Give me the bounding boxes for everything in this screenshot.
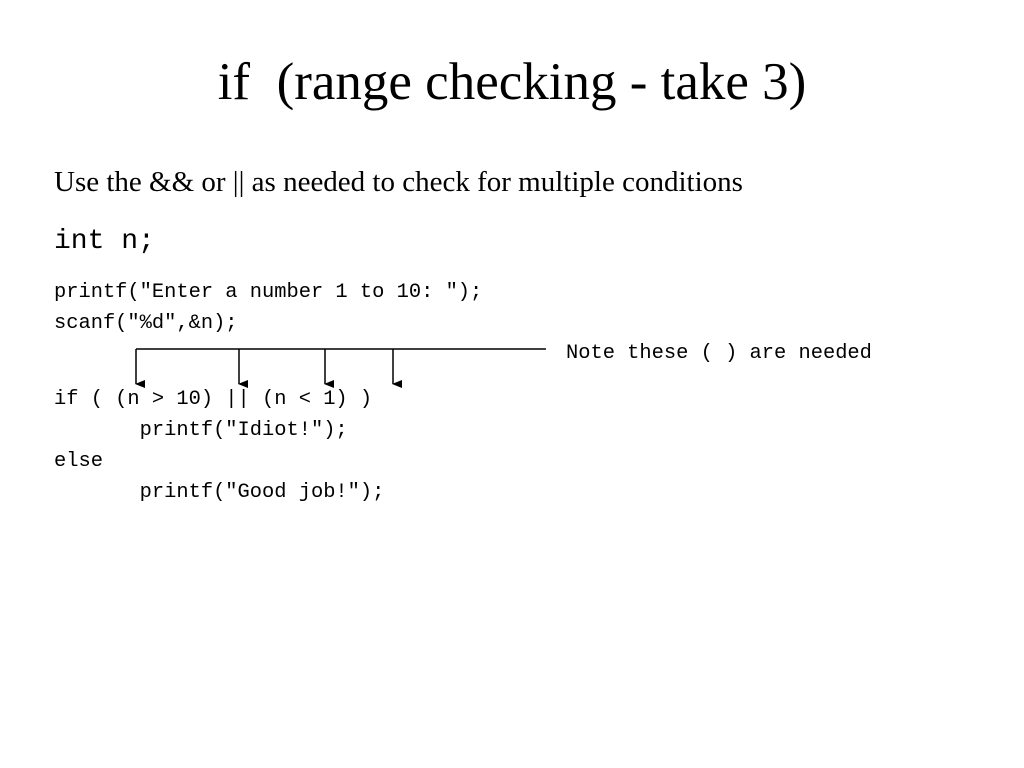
variable-declaration: int n;	[54, 226, 155, 257]
annotation-note: Note these ( ) are needed	[566, 342, 872, 365]
code-line-printf-prompt: printf("Enter a number 1 to 10: ");	[54, 281, 483, 304]
code-line-else: else	[54, 450, 103, 473]
code-line-scanf: scanf("%d",&n);	[54, 312, 238, 335]
code-line-if-condition: if ( (n > 10) || (n < 1) )	[54, 388, 373, 411]
code-line-printf-idiot: printf("Idiot!");	[54, 419, 348, 442]
intro-text: Use the && or || as needed to check for …	[54, 166, 743, 198]
code-line-printf-good-job: printf("Good job!");	[54, 481, 385, 504]
slide-title: if (range checking - take 3)	[217, 53, 807, 111]
